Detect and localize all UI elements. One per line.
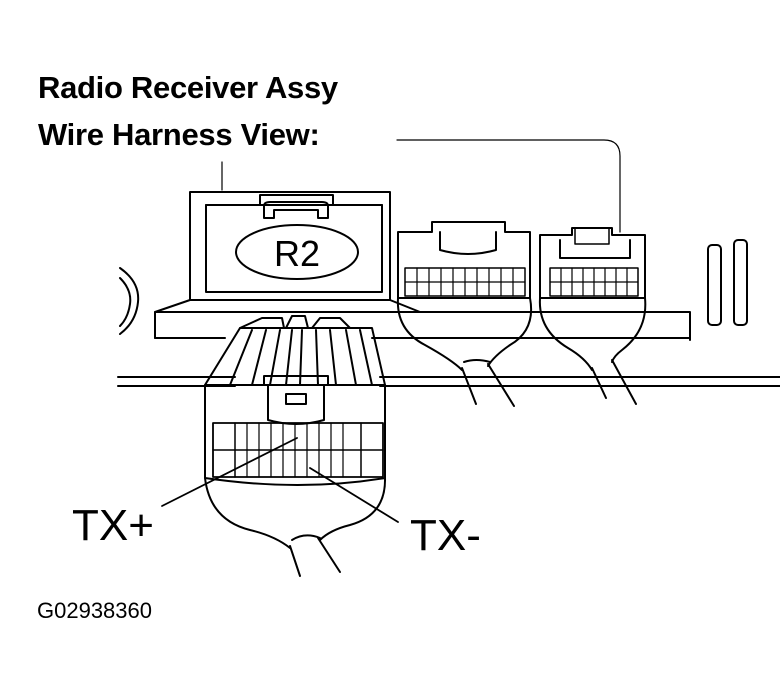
middle-harness-connector xyxy=(396,221,532,407)
callout-tx-plus: TX+ xyxy=(72,501,154,550)
connector-label-r2: R2 xyxy=(274,233,320,274)
callout-leaders xyxy=(161,437,399,523)
right-harness-connector xyxy=(538,227,647,405)
r2-socket xyxy=(154,191,421,313)
figure-id: G02938360 xyxy=(37,598,152,623)
receiver-housing xyxy=(117,239,780,387)
r2-harness-connector xyxy=(204,315,387,577)
callout-tx-minus: TX- xyxy=(410,511,481,560)
diagram-title-line-2: Wire Harness View: xyxy=(38,117,320,152)
diagram-title-line-1: Radio Receiver Assy xyxy=(38,70,338,105)
leader-lines xyxy=(221,139,621,233)
